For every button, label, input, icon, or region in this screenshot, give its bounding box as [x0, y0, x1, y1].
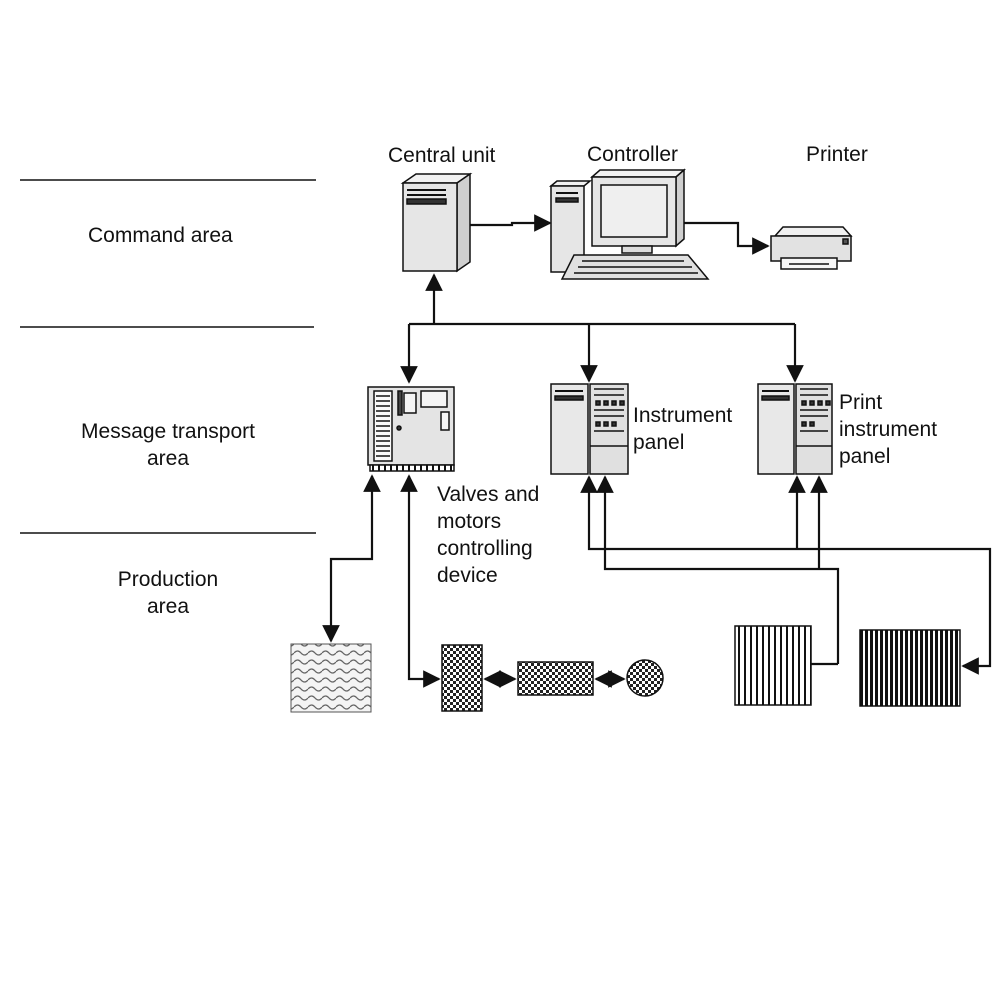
liquid-tank-icon [290, 643, 372, 713]
message-transport-area-line-1: Message transport [81, 420, 255, 443]
controller-icon [548, 168, 710, 280]
central-unit-label: Central unit [388, 144, 496, 167]
message-transport-area-line-2: area [146, 447, 190, 470]
controller-label: Controller [587, 143, 679, 166]
instrument-panel-line-1: Instrument [633, 404, 733, 427]
valves-motors-line-1: Valves and [437, 483, 540, 506]
production-area-label: Production area [96, 566, 240, 620]
valve-block-icon [441, 644, 483, 712]
instrument-panel-icon [550, 383, 629, 475]
printer-label: Printer [806, 143, 868, 166]
valves-motors-device-icon [367, 386, 455, 472]
print-instrument-panel-icon [757, 383, 833, 475]
valves-motors-line-4: device [437, 564, 498, 587]
print-instrument-panel-line-2: instrument [839, 418, 938, 441]
instrument-panel-line-2: panel [633, 431, 685, 454]
print-instrument-panel-line-1: Print [839, 391, 883, 414]
printer-icon [770, 226, 853, 270]
motor-block-icon [517, 661, 594, 696]
production-area-line-2: area [146, 595, 190, 618]
print-instrument-panel-line-3: panel [839, 445, 891, 468]
print-instrument-panel-label: Print instrument panel [839, 389, 937, 470]
valves-motors-device-label: Valves and motors controlling device [437, 481, 539, 589]
sensor-grid-right-icon [859, 629, 961, 707]
valves-motors-line-2: motors [437, 510, 502, 533]
valves-device-to-tank-link [322, 474, 381, 643]
instrument-panel-feed-b [580, 475, 992, 675]
central-unit-icon [400, 172, 473, 273]
instrument-panel-label: Instrument panel [633, 402, 732, 456]
pump-icon [626, 659, 664, 697]
controller-to-printer-link [684, 221, 770, 255]
message-transport-area-label: Message transport area [66, 418, 270, 472]
command-area-label: Command area [88, 224, 233, 247]
central-to-controller-link [470, 214, 552, 232]
valves-device-to-valve-link [400, 474, 441, 688]
valves-motors-line-3: controlling [437, 537, 533, 560]
sensor-grid-left-icon [734, 625, 812, 706]
production-area-line-1: Production [117, 568, 219, 591]
